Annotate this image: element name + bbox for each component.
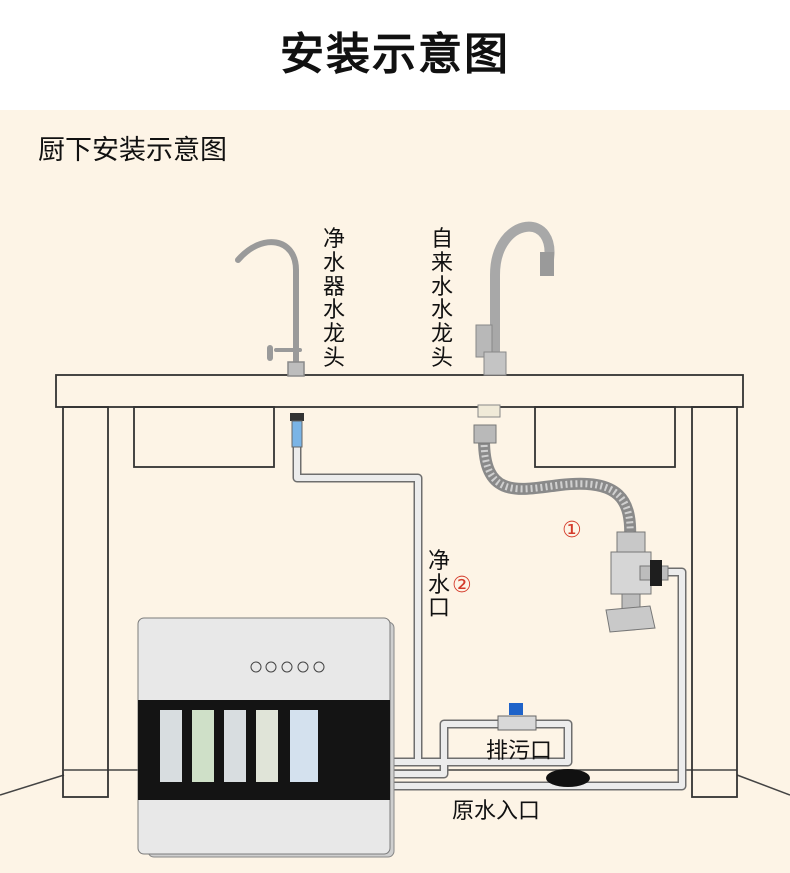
status-light-icon	[281, 661, 293, 673]
raw-water-inlet-label: 原水入口	[452, 799, 541, 824]
clean-outlet-text: 净水	[428, 549, 451, 598]
braided-hose	[478, 439, 637, 541]
cabinet-left-leg	[62, 406, 109, 798]
clean-outlet-last: 口	[428, 596, 451, 621]
purifier-faucet-connector	[290, 413, 304, 448]
filter-cartridge	[290, 710, 318, 782]
hose-nut-top	[477, 404, 501, 418]
clean-outlet-label: 净水 口 ②	[428, 549, 472, 621]
diagram-panel	[0, 110, 790, 873]
filter-cartridge	[192, 710, 214, 782]
drain-outlet-label: 排污口	[486, 739, 553, 764]
filter-cartridge	[160, 710, 182, 782]
status-light-icon	[265, 661, 277, 673]
drawer-left	[133, 406, 275, 468]
purifier-faucet-label: 净水器水龙头	[322, 227, 345, 371]
cabinet-right-leg	[691, 406, 738, 798]
status-light-icon	[250, 661, 262, 673]
drain-hole	[546, 769, 590, 787]
status-light-icon	[313, 661, 325, 673]
filter-cartridge	[256, 710, 278, 782]
purifier-faucet-icon	[235, 239, 305, 377]
water-purifier-unit	[137, 617, 395, 858]
hose-fitting	[473, 424, 497, 444]
filter-cartridge	[224, 710, 246, 782]
floor-line-left	[0, 774, 65, 796]
tee-valve	[605, 531, 669, 633]
tap-faucet-label: 自来水水龙头	[430, 227, 453, 371]
floor-line-right	[736, 774, 790, 796]
countertop	[55, 374, 744, 408]
page-title: 安装示意图	[280, 29, 510, 80]
tap-faucet-icon	[475, 221, 555, 376]
marker-2: ②	[452, 573, 472, 598]
drain-valve-icon	[497, 703, 537, 731]
drawer-right	[534, 406, 676, 468]
status-light-icon	[297, 661, 309, 673]
marker-1: ①	[562, 518, 582, 543]
diagram-subtitle: 厨下安装示意图	[38, 135, 227, 166]
sink-cabinet	[55, 374, 744, 798]
